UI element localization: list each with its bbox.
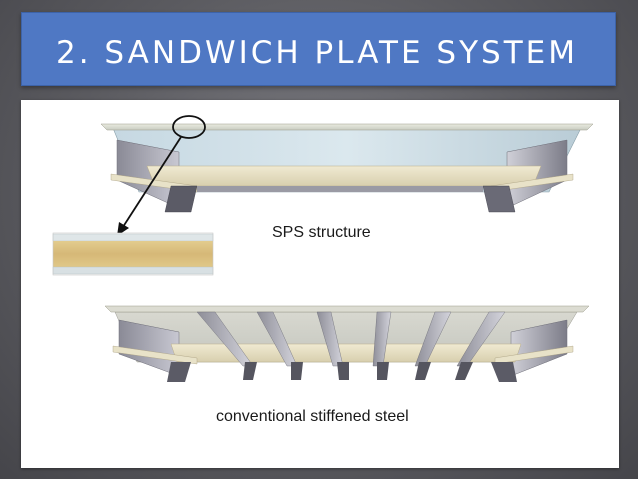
sandwich-cross-section xyxy=(53,233,213,275)
sps-structure-illustration xyxy=(101,124,593,212)
conventional-structure-label: conventional stiffened steel xyxy=(216,408,409,426)
sps-structure-label: SPS structure xyxy=(272,224,371,242)
diagram-panel: SPS structure conventional stiffened ste… xyxy=(21,100,619,468)
slide-title: 2. SANDWICH PLATE SYSTEM xyxy=(56,35,578,71)
slide-title-bar: 2. SANDWICH PLATE SYSTEM xyxy=(21,12,616,86)
conventional-structure-illustration xyxy=(105,306,589,382)
